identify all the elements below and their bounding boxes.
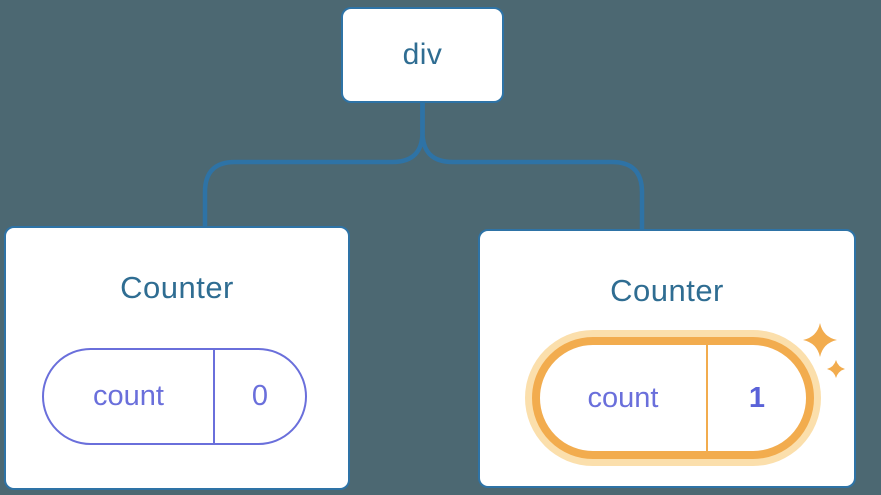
counter-card-left: Counter count 0 (4, 226, 350, 490)
state-pill: count 0 (42, 348, 307, 445)
state-pill-highlighted: count 1 (532, 337, 814, 459)
pill-divider (213, 350, 215, 443)
connector-right-branch (420, 103, 645, 230)
state-key-label: count (93, 380, 164, 412)
root-node-label: div (402, 38, 443, 71)
connector-left-branch (202, 103, 425, 227)
counter-card-right: Counter count 1 (478, 229, 856, 488)
root-node-div: div (341, 7, 504, 103)
state-key-label: count (587, 381, 659, 414)
sparkle-small (827, 360, 845, 378)
pill-divider (706, 345, 708, 451)
component-title: Counter (610, 273, 724, 308)
component-title: Counter (120, 270, 234, 305)
state-value: 0 (251, 380, 269, 412)
state-value: 1 (748, 381, 766, 414)
sparkle-large (803, 323, 837, 357)
